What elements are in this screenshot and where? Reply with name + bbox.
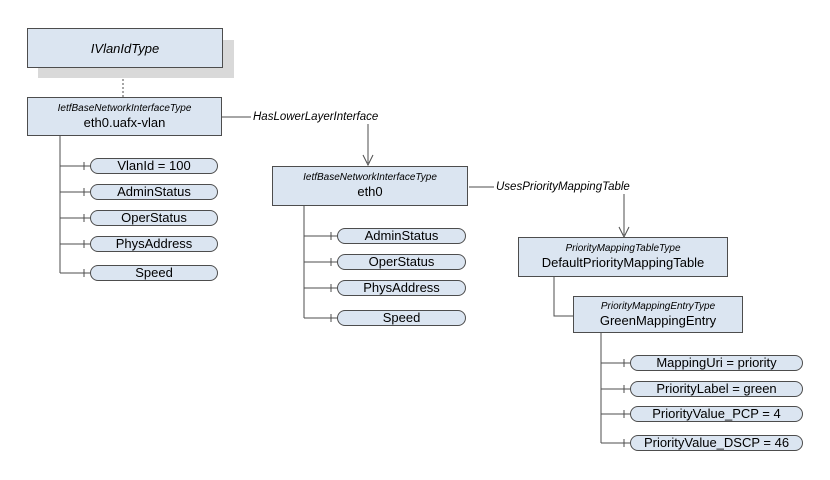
priority-table-node[interactable]: PriorityMappingTableType DefaultPriority… (518, 237, 728, 277)
entry-property[interactable]: PriorityLabel = green (630, 381, 803, 397)
eth0-property[interactable]: PhysAddress (337, 280, 466, 296)
vlan-property[interactable]: Speed (90, 265, 218, 281)
vlan-property[interactable]: OperStatus (90, 210, 218, 226)
entry-property[interactable]: PriorityValue_PCP = 4 (630, 406, 803, 422)
vlan-object-type: IetfBaseNetworkInterfaceType (57, 103, 192, 114)
vlan-property[interactable]: PhysAddress (90, 236, 218, 252)
reference-label: HasLowerLayerInterface (251, 110, 381, 124)
eth0-property[interactable]: Speed (337, 310, 466, 326)
vlan-object-node[interactable]: IetfBaseNetworkInterfaceType eth0.uafx-v… (27, 97, 222, 136)
vlan-property[interactable]: AdminStatus (90, 184, 218, 200)
eth0-object-name: eth0 (357, 184, 383, 199)
eth0-property[interactable]: AdminStatus (337, 228, 466, 244)
interface-node[interactable]: IVlanIdType (27, 28, 223, 68)
entry-property[interactable]: PriorityValue_DSCP = 46 (630, 435, 803, 451)
interface-name: IVlanIdType (90, 40, 160, 56)
mapping-entry-name: GreenMappingEntry (599, 313, 717, 328)
vlan-property[interactable]: VlanId = 100 (90, 158, 218, 174)
eth0-object-type: IetfBaseNetworkInterfaceType (303, 172, 437, 183)
priority-table-type: PriorityMappingTableType (565, 243, 681, 254)
mapping-entry-type: PriorityMappingEntryType (600, 301, 716, 312)
vlan-object-name: eth0.uafx-vlan (83, 115, 166, 130)
mapping-entry-node[interactable]: PriorityMappingEntryType GreenMappingEnt… (573, 296, 743, 333)
entry-property[interactable]: MappingUri = priority (630, 355, 803, 371)
eth0-property[interactable]: OperStatus (337, 254, 466, 270)
eth0-object-node[interactable]: IetfBaseNetworkInterfaceType eth0 (272, 166, 468, 206)
reference-label: UsesPriorityMappingTable (494, 180, 632, 194)
priority-table-name: DefaultPriorityMappingTable (541, 255, 705, 270)
